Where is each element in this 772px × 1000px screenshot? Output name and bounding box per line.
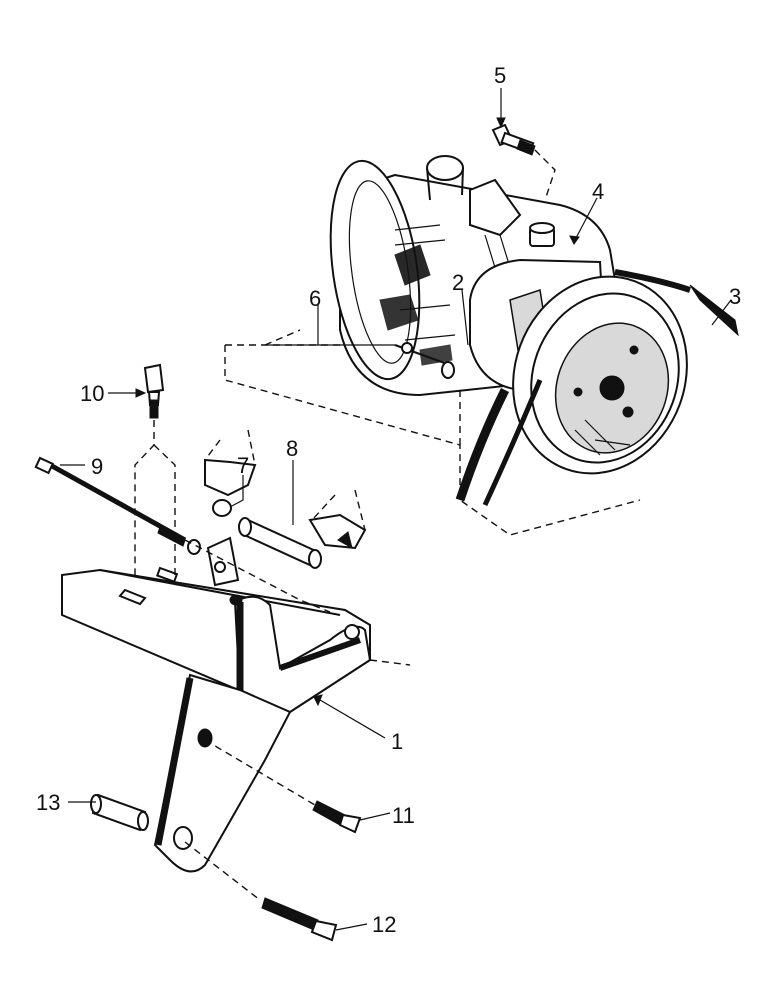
mount-ears [204,429,367,550]
callout-10: 10 [80,381,104,406]
callout-6: 6 [309,286,321,311]
callout-5: 5 [494,63,506,88]
callout-2: 2 [452,270,464,295]
callout-4: 4 [592,179,604,204]
spacer-tube-part-8 [238,517,322,569]
callout-11: 11 [392,803,415,828]
callout-1: 1 [391,729,403,754]
nut-part-7 [187,499,232,555]
callout-12: 12 [372,912,396,937]
bolt-part-5 [491,123,556,201]
compressor [224,155,739,536]
long-bolt-part-9 [34,456,331,613]
callout-labels: 1 2 3 4 5 6 7 8 9 10 11 12 13 [36,63,741,937]
bolt-part-11 [204,739,362,834]
bolt-part-10 [134,363,176,580]
spacer-part-13 [90,793,149,832]
callout-13: 13 [36,790,60,815]
callout-8: 8 [286,436,298,461]
drive-belt [455,269,739,507]
callout-9: 9 [91,454,103,479]
support-bracket [61,536,411,873]
pulley [512,275,688,475]
leader-lines [60,88,732,931]
callout-7: 7 [237,453,249,478]
callout-3: 3 [729,284,741,309]
bolt-part-12 [184,841,338,942]
